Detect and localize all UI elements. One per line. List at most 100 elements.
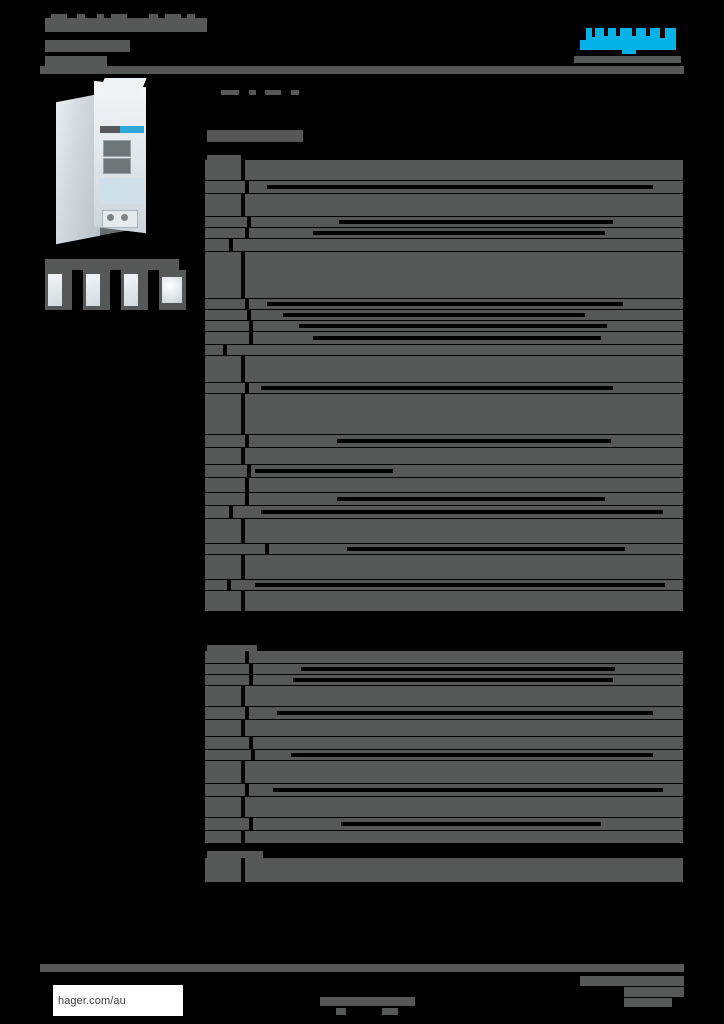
spec-row: [redacted][redacted]	[205, 493, 683, 505]
logo-notch	[660, 28, 665, 38]
product-thumbnail[interactable]	[121, 270, 148, 310]
spec-row-text-gap	[273, 788, 663, 792]
spec-row	[205, 831, 683, 843]
page-footer: hager.com/au [redacted] [redacted] [reda…	[40, 976, 684, 1016]
section-title	[207, 155, 241, 164]
logo-notch	[592, 28, 595, 37]
spec-row-gutter	[245, 651, 249, 663]
spec-row-gutter	[245, 784, 249, 796]
spec-row: [redacted][redacted]	[205, 160, 683, 180]
spec-row	[205, 737, 683, 749]
spec-row-gutter	[245, 383, 249, 393]
page-title: [redacted]	[45, 14, 207, 36]
spec-row-text-gap	[291, 753, 653, 757]
spec-row-gutter	[247, 310, 251, 320]
spec-row: [redacted][redacted]	[205, 544, 683, 554]
spec-row-gutter	[241, 519, 245, 543]
spec-row-text-gap	[255, 469, 393, 473]
heading-ascender	[265, 90, 281, 95]
hager-logo[interactable]: hager [redacted]	[574, 28, 681, 68]
heading-ascender	[249, 90, 256, 95]
spec-row: [redacted][redacted]	[205, 435, 683, 447]
spec-row: [redacted][redacted]	[205, 664, 683, 674]
spec-row-gutter	[241, 555, 245, 579]
heading-ascender	[221, 90, 239, 95]
spec-row: [redacted][redacted]	[205, 591, 683, 611]
spec-row-gutter	[241, 591, 245, 611]
spec-row-gutter	[241, 797, 245, 817]
product-brand-band	[100, 126, 144, 133]
spec-row: [redacted][redacted]	[205, 555, 683, 579]
spec-row-text-gap	[261, 386, 613, 390]
title-ascender	[111, 14, 127, 19]
thumbnail-image	[124, 274, 138, 306]
title-ascender	[97, 14, 104, 19]
footer-url[interactable]: hager.com/au	[53, 985, 183, 1016]
spec-row-gutter	[249, 675, 253, 685]
logo-notch	[616, 28, 620, 36]
page-header: [redacted] [redacted] [redacted] hager […	[45, 12, 681, 70]
product-thumbnail[interactable]	[83, 270, 110, 310]
spec-row-text-gap	[267, 302, 623, 306]
spec-row-text-gap	[299, 324, 607, 328]
spec-row-gutter	[229, 506, 233, 518]
logo-descender	[622, 48, 636, 54]
spec-row	[205, 858, 683, 882]
spec-row-text-gap	[341, 822, 601, 826]
spec-row: [redacted][redacted]	[205, 332, 683, 344]
page-reference	[45, 56, 107, 66]
spec-row-text-gap	[313, 336, 601, 340]
logo-notch	[646, 28, 650, 36]
spec-row-text-gap	[339, 220, 613, 224]
spec-row-gutter	[229, 239, 233, 251]
spec-row-gutter	[249, 664, 253, 674]
spec-row-gutter	[247, 217, 251, 227]
footer-center-descender	[336, 1008, 346, 1015]
spec-row: [redacted][redacted]	[205, 356, 683, 382]
product-thumbnail-strip	[45, 270, 205, 312]
spec-row-gutter	[241, 761, 245, 783]
title-ascender	[51, 14, 67, 19]
spec-row	[205, 797, 683, 817]
spec-row: [redacted][redacted]	[205, 651, 683, 663]
spec-row-gutter	[245, 493, 249, 505]
footer-right-line-2	[624, 987, 684, 997]
spec-row-gutter	[247, 465, 251, 477]
spec-row: [redacted][redacted]	[205, 478, 683, 492]
spec-row-gutter	[249, 818, 253, 830]
spec-row-gutter	[241, 356, 245, 382]
spec-row-text-gap	[261, 510, 663, 514]
footer-center-descender	[382, 1008, 398, 1015]
product-thumbnail[interactable]	[159, 270, 186, 310]
spec-row-gutter	[241, 160, 245, 180]
spec-row-gutter	[245, 707, 249, 719]
spec-row-text-gap	[267, 185, 653, 189]
spec-row: [redacted][redacted]	[205, 299, 683, 309]
product-brand-label	[100, 126, 120, 133]
title-ascender	[187, 14, 195, 19]
product-lower-panel	[99, 178, 144, 204]
product-display-window	[103, 140, 131, 157]
spec-row-text-gap	[301, 667, 615, 671]
spec-row: [redacted][redacted]	[205, 228, 683, 238]
section-title	[207, 851, 263, 860]
footer-divider	[40, 964, 684, 972]
spec-row: [redacted][redacted]	[205, 580, 683, 590]
product-media-column: [redacted] [redacted]	[45, 78, 205, 310]
thumbnail-image	[48, 274, 62, 306]
heading-ascender	[291, 90, 299, 95]
product-thumbnail[interactable]	[45, 270, 72, 310]
spec-row-gutter	[241, 448, 245, 464]
spec-row-gutter	[249, 321, 253, 331]
spec-row-text-gap	[337, 439, 611, 443]
spec-row-gutter	[241, 194, 245, 216]
spec-row: [redacted][redacted]	[205, 394, 683, 434]
spec-row: [redacted][redacted]	[205, 448, 683, 464]
spec-row: [redacted][redacted]	[205, 345, 683, 355]
footer-page-number	[624, 998, 672, 1007]
spec-row-gutter	[241, 720, 245, 736]
product-hero-image[interactable]	[54, 78, 159, 245]
spec-row: [redacted][redacted]	[205, 519, 683, 543]
spec-row	[205, 818, 683, 830]
spec-row-text-gap	[293, 678, 613, 682]
